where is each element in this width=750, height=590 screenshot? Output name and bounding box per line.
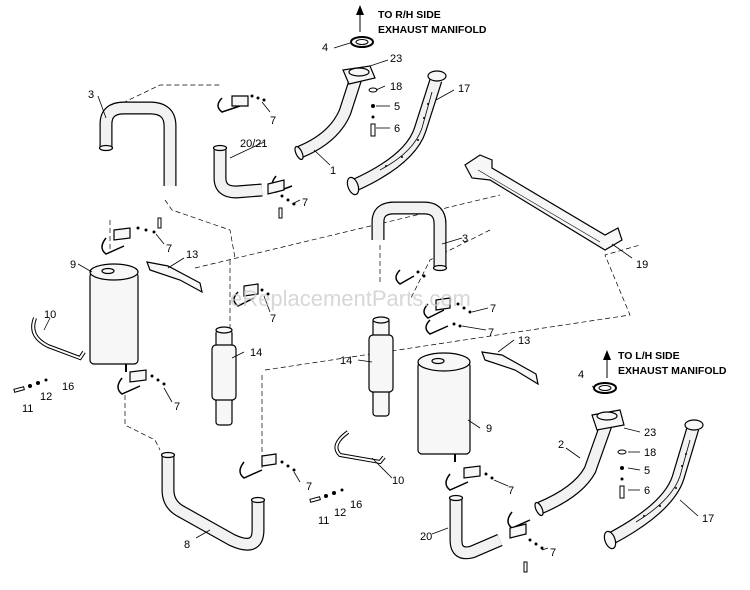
callout-8: 8 bbox=[184, 539, 190, 551]
callout-23: 23 bbox=[644, 427, 656, 439]
u-clamp-7-g bbox=[425, 319, 462, 335]
exhaust-pipe-1 bbox=[294, 65, 376, 161]
elbow-pipe-20-21 bbox=[212, 144, 263, 199]
strap-13-right bbox=[481, 351, 539, 386]
exhaust-pipe-2 bbox=[534, 409, 625, 517]
callout-16: 16 bbox=[350, 499, 362, 511]
callout-7: 7 bbox=[488, 327, 494, 339]
callout-9: 9 bbox=[70, 259, 76, 271]
callout-17: 17 bbox=[458, 83, 470, 95]
strap-13-left bbox=[146, 261, 203, 294]
callout-11: 11 bbox=[22, 403, 33, 415]
arrow-up-icon bbox=[603, 350, 611, 378]
callout-20-21: 20/21 bbox=[240, 138, 268, 150]
callout-11: 11 bbox=[318, 515, 329, 527]
callout-23: 23 bbox=[390, 53, 402, 65]
exhaust-tube-3-center bbox=[371, 201, 448, 272]
leader-lines bbox=[43, 42, 699, 551]
note-rh-line2: EXHAUST MANIFOLD bbox=[378, 24, 487, 36]
callout-7: 7 bbox=[174, 401, 180, 413]
watermark: eReplacementParts.com bbox=[230, 286, 471, 311]
callout-10: 10 bbox=[44, 309, 56, 321]
callout-7: 7 bbox=[166, 243, 172, 255]
callout-10: 10 bbox=[392, 475, 404, 487]
callout-19: 19 bbox=[636, 259, 648, 271]
u-clamp-7-i bbox=[239, 453, 296, 479]
flex-tube-17-rh bbox=[346, 70, 447, 196]
callout-7: 7 bbox=[306, 481, 312, 493]
bracket-19 bbox=[464, 154, 623, 251]
callout-6: 6 bbox=[394, 123, 400, 135]
callout-18: 18 bbox=[644, 447, 656, 459]
gasket-4-lh bbox=[593, 382, 617, 394]
callout-12: 12 bbox=[40, 391, 52, 403]
u-clamp-7-f bbox=[423, 297, 472, 319]
elbow-pipe-20 bbox=[448, 494, 503, 560]
note-lh-line2: EXHAUST MANIFOLD bbox=[618, 365, 727, 377]
callout-7: 7 bbox=[270, 313, 276, 325]
hardware-stack-lh bbox=[617, 449, 627, 499]
muffler-9-left bbox=[89, 263, 139, 372]
callout-6: 6 bbox=[644, 485, 650, 497]
u-clamp-7-k bbox=[507, 511, 544, 573]
bolt-set-center bbox=[309, 488, 344, 503]
clamp-band-10-center bbox=[334, 430, 386, 465]
clamp-band-10-left bbox=[31, 317, 86, 361]
u-clamp-7-e bbox=[395, 269, 426, 285]
u-clamp-7-h bbox=[117, 369, 166, 395]
u-clamp-7-j bbox=[445, 465, 494, 491]
exhaust-tube-8 bbox=[160, 451, 266, 551]
callout-17: 17 bbox=[702, 513, 714, 525]
arrow-up-icon bbox=[356, 5, 364, 32]
callout-12: 12 bbox=[334, 507, 346, 519]
u-clamp-7-a bbox=[217, 94, 266, 113]
callout-14: 14 bbox=[340, 355, 352, 367]
muffler-9-right bbox=[417, 352, 471, 462]
gasket-4-rh bbox=[350, 36, 374, 48]
hardware-stack-rh bbox=[368, 87, 378, 137]
callout-4: 4 bbox=[322, 42, 328, 54]
callout-7: 7 bbox=[490, 303, 496, 315]
callout-20: 20 bbox=[420, 531, 432, 543]
callout-7: 7 bbox=[270, 115, 276, 127]
note-lh-line1: TO L/H SIDE bbox=[618, 350, 680, 362]
pipe-14-left bbox=[211, 326, 237, 426]
callout-2: 2 bbox=[558, 439, 564, 451]
callout-5: 5 bbox=[394, 101, 400, 113]
callout-7: 7 bbox=[508, 485, 514, 497]
callout-7: 7 bbox=[302, 197, 308, 209]
callout-3: 3 bbox=[462, 233, 468, 245]
callout-1: 1 bbox=[330, 165, 336, 177]
callout-16: 16 bbox=[62, 381, 74, 393]
u-clamp-7-d bbox=[233, 283, 270, 307]
callout-3: 3 bbox=[88, 89, 94, 101]
callout-14: 14 bbox=[250, 347, 262, 359]
callout-7: 7 bbox=[550, 547, 556, 559]
exhaust-tube-3-left bbox=[98, 101, 177, 186]
pipe-14-center bbox=[368, 316, 394, 417]
note-rh-line1: TO R/H SIDE bbox=[378, 9, 441, 21]
callout-13: 13 bbox=[186, 249, 198, 261]
callout-5: 5 bbox=[644, 465, 650, 477]
bolt-set-left bbox=[13, 378, 48, 393]
callout-18: 18 bbox=[390, 81, 402, 93]
callout-13: 13 bbox=[518, 335, 530, 347]
callout-4: 4 bbox=[578, 369, 584, 381]
flex-tube-17-lh bbox=[603, 419, 704, 550]
u-clamp-7-b bbox=[267, 175, 296, 219]
callout-9: 9 bbox=[486, 423, 492, 435]
u-clamp-7-c bbox=[101, 217, 162, 255]
